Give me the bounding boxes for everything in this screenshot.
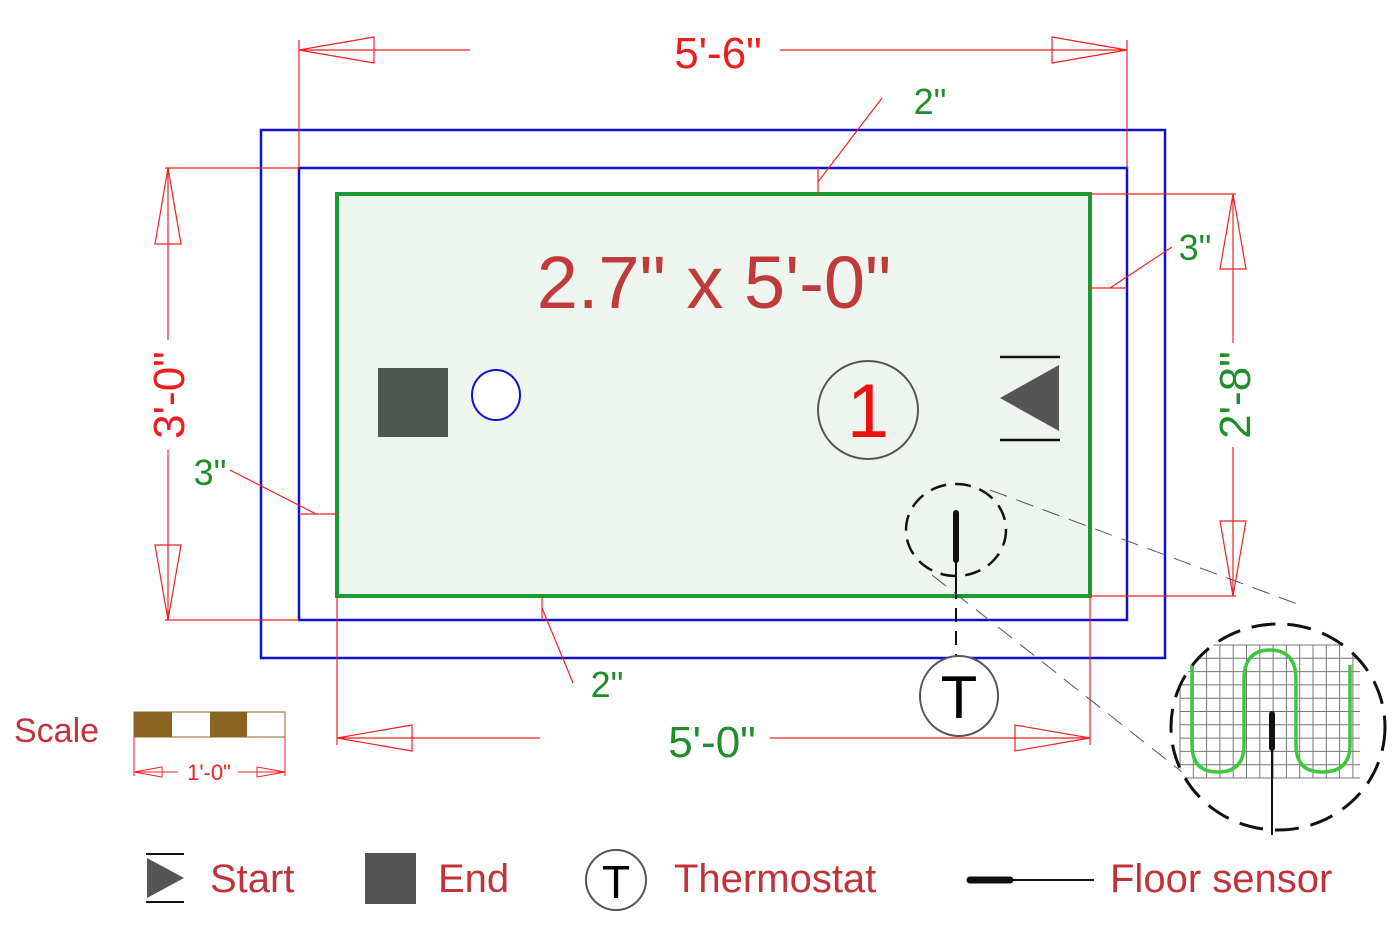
dimension-bottom-clearance-label: 2" — [591, 664, 624, 705]
dimension-top-clearance-label: 2" — [914, 81, 947, 122]
mat-size-label: 2.7" x 5'-0" — [537, 241, 892, 324]
thermostat-marker[interactable]: T — [919, 655, 999, 737]
dimension-bottom-clearance — [541, 596, 574, 684]
end-marker-icon[interactable] — [378, 368, 448, 437]
scale-dimension — [133, 737, 286, 778]
thermostat-letter: T — [941, 664, 978, 731]
dimension-left-overall-label: 3'-0" — [145, 351, 194, 439]
detail-bubble — [1169, 622, 1387, 835]
dimension-right-mat-label: 2'-8" — [1211, 351, 1260, 439]
dimension-top-overall — [298, 36, 1128, 168]
thermostat-icon-letter: T — [602, 856, 630, 908]
dimension-top-clearance — [817, 97, 883, 194]
scale-label: Scale — [14, 712, 99, 750]
start-icon — [146, 853, 184, 903]
legend-item-floor-sensor: Floor sensor — [966, 857, 1332, 901]
start-marker-icon[interactable] — [1000, 355, 1060, 442]
outer-wall-outline — [259, 128, 1167, 660]
zone-number-circle[interactable] — [817, 360, 919, 460]
dimension-bottom-mat-label: 5'-0" — [668, 718, 756, 767]
dimension-right-mat — [1090, 193, 1247, 597]
drain-circle-icon[interactable] — [471, 369, 521, 421]
dimension-top-overall-label: 5'-6" — [674, 29, 762, 78]
inner-wall-outline — [297, 166, 1129, 622]
legend-start-label: Start — [210, 857, 294, 901]
legend-thermostat-label: Thermostat — [674, 857, 876, 901]
legend-floor-sensor-label: Floor sensor — [1110, 857, 1332, 901]
legend-item-start: Start — [146, 853, 294, 903]
scale-bar — [133, 711, 286, 738]
legend-item-end: End — [365, 853, 509, 904]
detail-heating-cable — [1190, 648, 1352, 774]
dimension-right-clearance-label: 3" — [1179, 227, 1212, 268]
heating-mat-area[interactable] — [335, 192, 1092, 598]
legend: Start End T Thermostat Floor sensor — [146, 849, 1332, 911]
dimension-bottom-mat — [336, 596, 1091, 752]
end-icon — [365, 853, 416, 904]
scale-length-label: 1'-0" — [187, 760, 231, 785]
dimension-left-clearance-label: 3" — [194, 452, 227, 493]
floor-sensor-marker[interactable] — [904, 482, 1008, 660]
dimension-left-clearance — [229, 469, 337, 515]
legend-item-thermostat: T Thermostat — [585, 849, 876, 911]
detail-leader-lines — [931, 489, 1301, 784]
thermostat-icon: T — [585, 849, 647, 911]
zone-number-label: 1 — [847, 369, 889, 454]
legend-end-label: End — [438, 857, 509, 901]
dimension-right-clearance — [1090, 246, 1173, 289]
dimension-left-overall — [154, 167, 299, 621]
